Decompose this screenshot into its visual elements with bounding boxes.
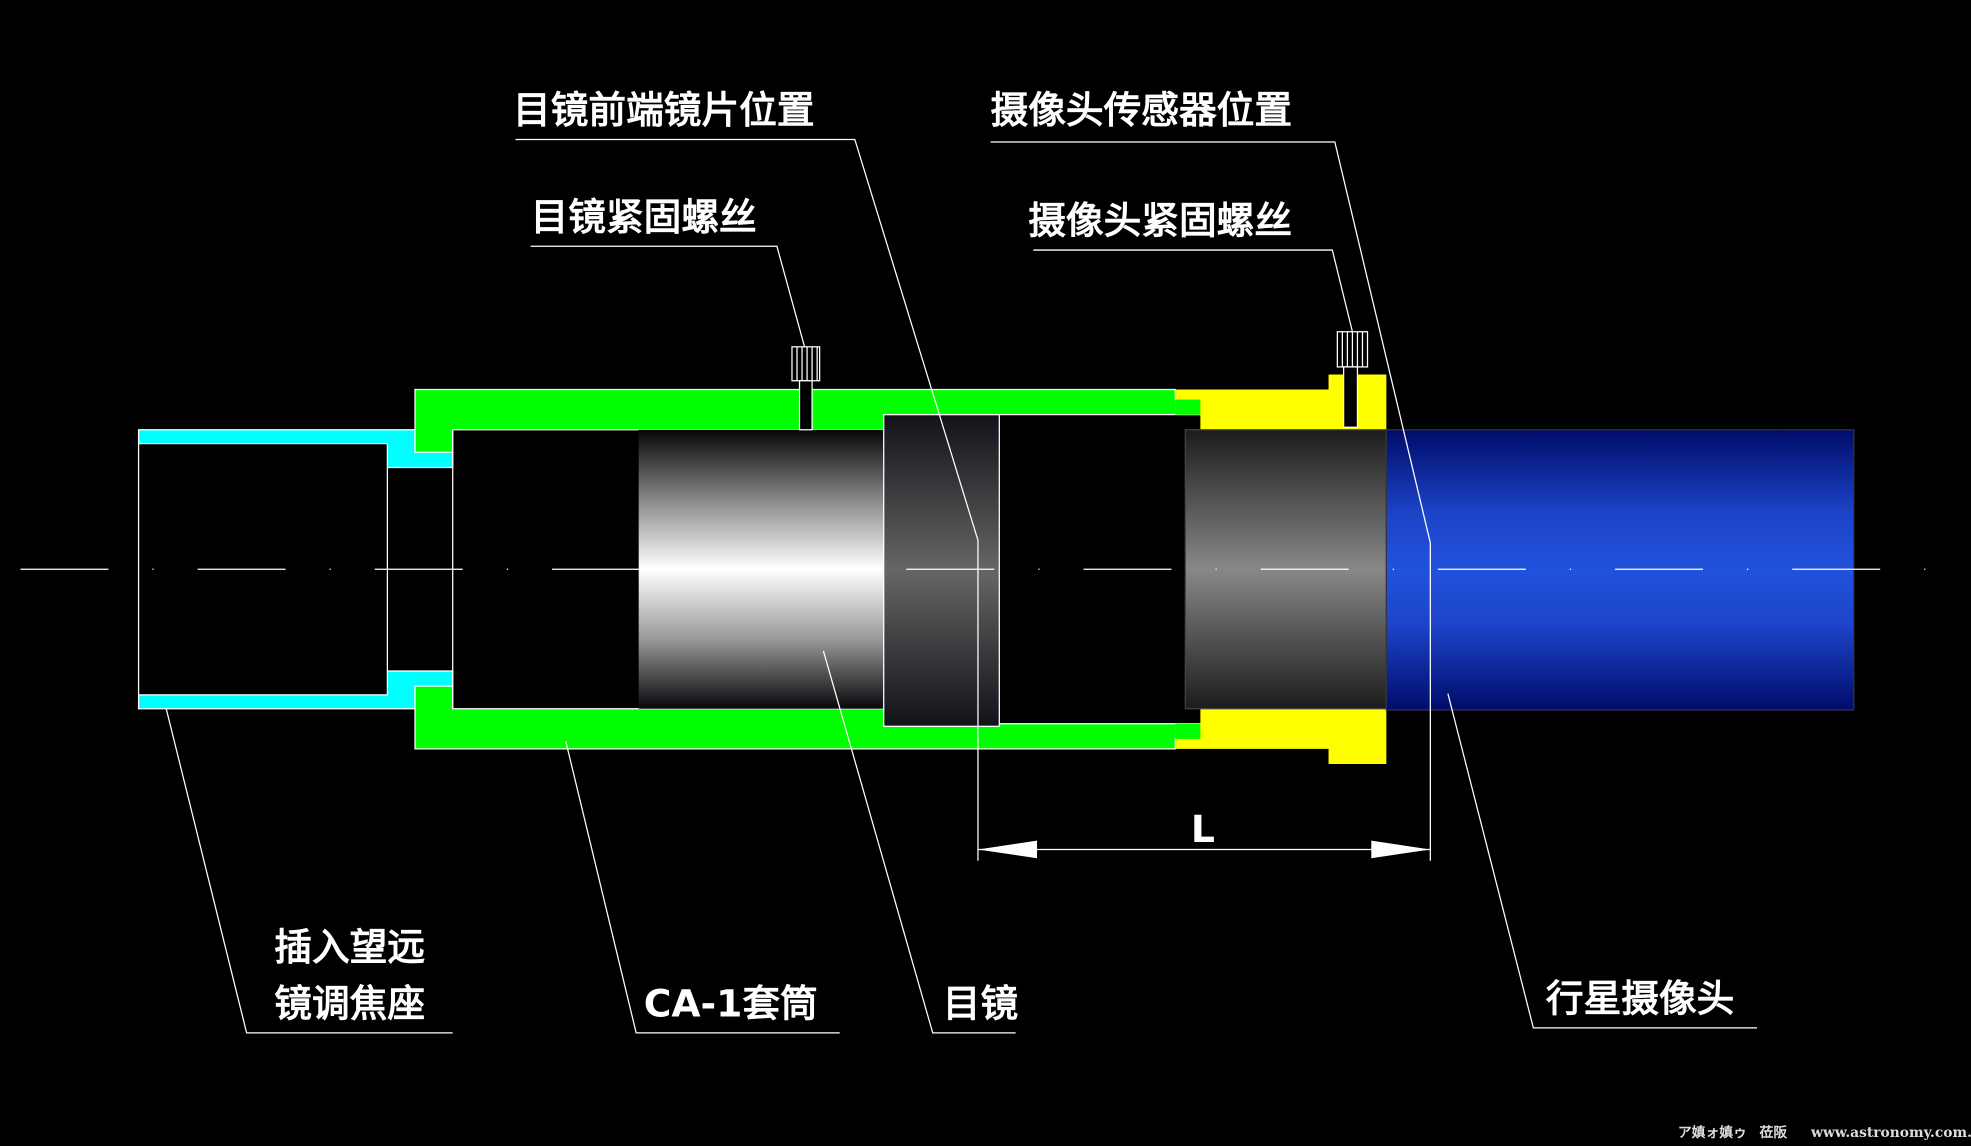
- watermark-site: www.astronomy.com.cn: [1810, 1125, 1971, 1141]
- label-sleeve: CA-1套筒: [644, 982, 818, 1026]
- label-eyepiece-front-lens-position: 目镜前端镜片位置: [513, 88, 815, 132]
- label-focuser-line2: 镜调焦座: [274, 982, 425, 1026]
- label-focuser-line1: 插入望远: [274, 925, 425, 969]
- label-eyepiece-set-screw: 目镜紧固螺丝: [531, 195, 757, 239]
- dimension-l: L: [977, 807, 1431, 859]
- planetary-camera-body: [1385, 429, 1855, 711]
- dimension-label: L: [1191, 807, 1215, 851]
- label-eyepiece: 目镜: [943, 982, 1019, 1026]
- camera-adapter: [1175, 374, 1387, 764]
- label-planetary-camera: 行星摄像头: [1546, 977, 1734, 1021]
- label-camera-sensor-position: 摄像头传感器位置: [991, 88, 1293, 132]
- eyepiece-body: [883, 414, 1000, 727]
- watermark-mid: 莅阪: [1759, 1124, 1788, 1141]
- label-camera-set-screw: 摄像头紧固螺丝: [1028, 199, 1292, 243]
- leader-lines: [165, 138, 1758, 1034]
- watermark-garbled: ア嫃ォ嫃ゥ: [1678, 1124, 1747, 1141]
- eyepiece-set-screw: [791, 346, 821, 431]
